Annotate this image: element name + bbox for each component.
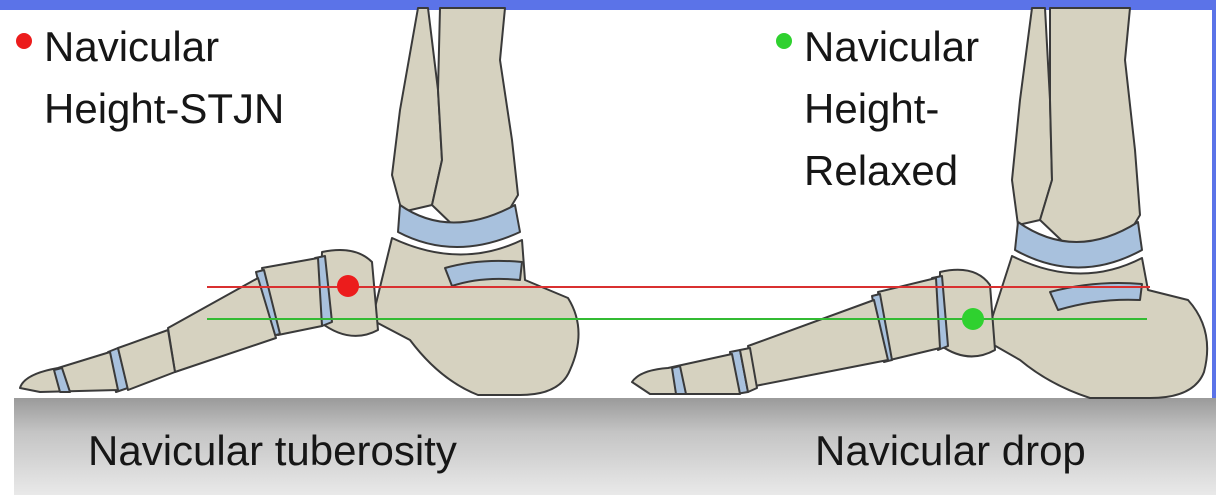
left-proximal-phalanx	[118, 330, 175, 390]
right-metatarsal	[748, 300, 888, 386]
red-dot-icon	[16, 33, 32, 49]
right-distal-phalanx	[632, 354, 740, 394]
left-tibia	[392, 8, 442, 212]
legend-label-relaxed: Navicular Height- Relaxed	[804, 16, 979, 202]
right-fibula	[1040, 8, 1140, 258]
left-metatarsal	[168, 278, 276, 372]
green-dot-icon	[776, 33, 792, 49]
caption-navicular-drop: Navicular drop	[815, 427, 1086, 475]
legend-item-stjn: Navicular Height-STJN	[16, 16, 284, 140]
right-tibia	[1012, 8, 1052, 225]
right-calcaneus	[985, 256, 1207, 398]
navicular-point-relaxed	[962, 308, 984, 330]
left-fibula	[432, 8, 518, 232]
legend-item-relaxed: Navicular Height- Relaxed	[776, 16, 979, 202]
legend-label-stjn: Navicular Height-STJN	[44, 16, 284, 140]
navicular-point-stjn	[337, 275, 359, 297]
caption-navicular-tuberosity: Navicular tuberosity	[88, 427, 457, 475]
